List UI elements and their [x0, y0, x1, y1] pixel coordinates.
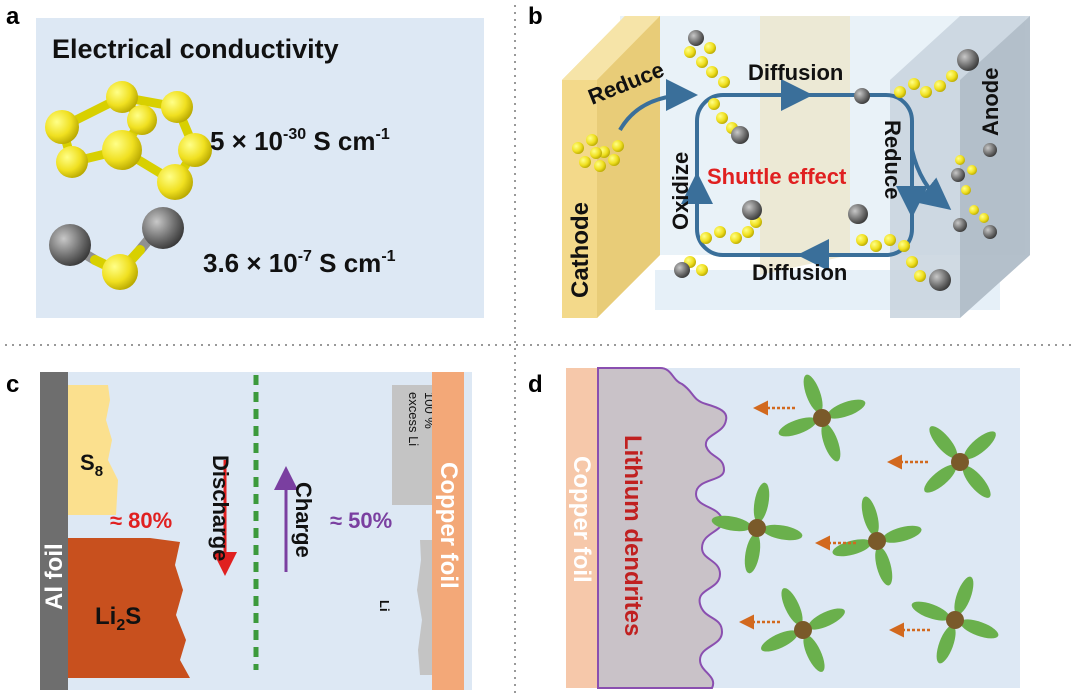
lithium-dendrites-label: Lithium dendrites — [619, 435, 646, 636]
li-label: Li — [377, 600, 392, 612]
polysulfide-molecules — [572, 30, 997, 291]
oxidize-label: Oxidize — [668, 152, 693, 230]
percent-50-label: ≈ 50% — [330, 508, 392, 533]
s8-molecule — [45, 81, 212, 200]
li-ion-2 — [924, 426, 996, 498]
panel-c: c Al foil S8 Li2S ≈ 80% Discharge Charge… — [6, 371, 472, 690]
diffusion-top-label: Diffusion — [748, 60, 843, 85]
li-ion-6 — [911, 576, 999, 664]
reduce-arrow-left — [618, 79, 698, 132]
excess-li-block — [392, 385, 432, 505]
copper-foil-d — [566, 368, 598, 688]
li-ion-3 — [711, 482, 803, 574]
li-ion-5 — [761, 588, 845, 672]
li2s-layer — [68, 538, 190, 678]
al-foil-label: Al foil — [41, 543, 68, 610]
anode-label: Anode — [978, 68, 1003, 136]
s8-layer — [68, 385, 118, 515]
li2s-conductivity: 3.6 × 10-7 S cm-1 — [203, 248, 396, 278]
separator — [760, 16, 850, 275]
discharge-label: Discharge — [208, 455, 233, 561]
charge-label: Charge — [291, 482, 316, 558]
li2s-molecule — [49, 207, 184, 290]
panel-c-letter: c — [6, 371, 19, 398]
shuttle-effect-label: Shuttle effect — [707, 164, 847, 189]
remaining-li-block — [417, 540, 432, 675]
panel-d: d Copper foil Lithium dendrites — [528, 367, 1020, 689]
panel-a-letter: a — [6, 3, 20, 30]
copper-foil-c-label: Copper foil — [435, 462, 462, 589]
solvated-li-ions — [711, 374, 999, 672]
s8-conductivity: 5 × 10-30 S cm-1 — [210, 126, 390, 156]
panel-d-letter: d — [528, 371, 543, 398]
li2s-label: Li2S — [95, 603, 141, 634]
panel-b-letter: b — [528, 3, 543, 30]
li-ion-1 — [778, 374, 866, 462]
excess-li-line2: excess Li — [406, 392, 421, 446]
migration-arrows — [739, 400, 930, 638]
copper-foil-c — [432, 372, 464, 690]
reduce-label-right: Reduce — [880, 120, 905, 199]
panel-a: a Electrical conductivity — [6, 3, 484, 318]
percent-80-label: ≈ 80% — [110, 508, 172, 533]
s8-label: S8 — [80, 450, 103, 480]
li-ion-4 — [832, 496, 922, 586]
cathode-label: Cathode — [567, 202, 594, 298]
copper-foil-d-label: Copper foil — [568, 456, 595, 583]
panel-b: b Cathode Anode Reduce Diffusion Diffusi… — [528, 3, 1030, 318]
reduce-arrow-right — [910, 149, 952, 210]
al-foil — [40, 372, 68, 690]
panel-a-title: Electrical conductivity — [52, 34, 339, 64]
lithium-dendrites — [597, 367, 728, 689]
diffusion-bottom-label: Diffusion — [752, 260, 847, 285]
